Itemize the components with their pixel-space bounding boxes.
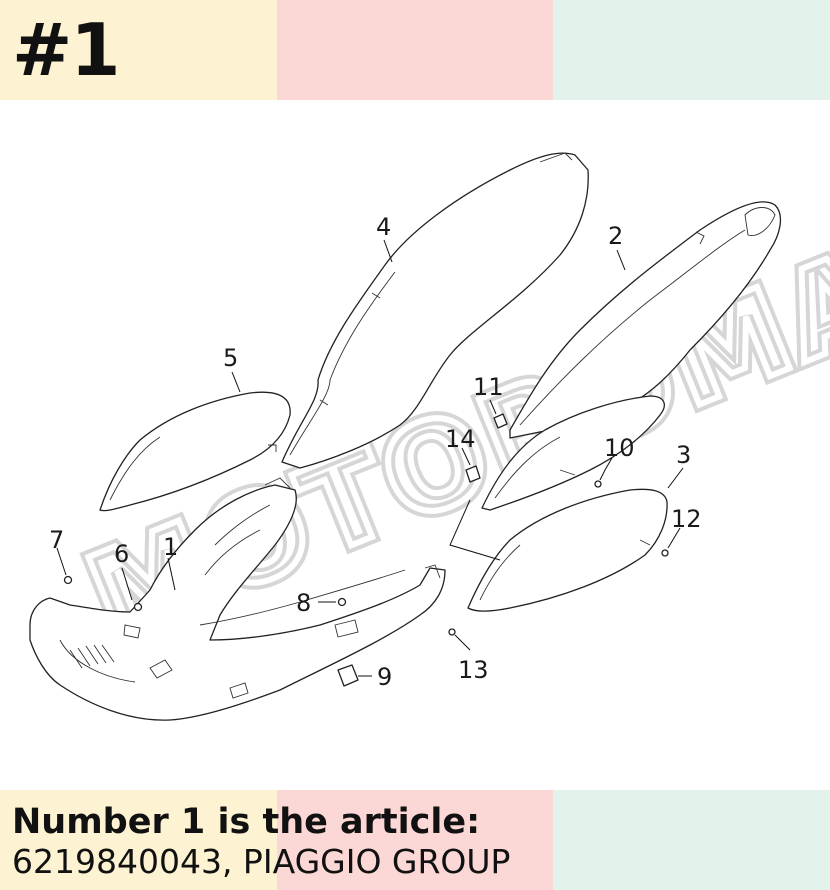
callout-8: 8 [296,589,311,617]
callout-5: 5 [223,344,238,372]
callout-11: 11 [473,373,504,401]
part-14-clip [465,465,481,483]
footer-color-band [0,790,830,890]
leader-lines [56,239,684,677]
band-segment-pink [276,0,554,100]
part-9-nut [337,664,359,687]
band-segment-green [553,0,830,100]
reference-number: #1 [12,8,120,92]
part-12-screw [661,549,669,557]
callout-2: 2 [608,222,623,250]
band-segment-green [553,790,830,890]
part-11-clip [493,413,508,429]
callout-6: 6 [114,540,129,568]
callout-12: 12 [671,505,702,533]
part-6-screw [133,602,143,612]
parts-diagram: MOTOROMANIA MOTOROMANIA [29,123,830,721]
part-13-screw [448,628,456,636]
part-1-lower-body [29,477,446,721]
part-4-side-panel-left [281,152,589,469]
header-color-band [0,0,830,100]
part-7-screw [63,575,73,585]
part-10-cover-middle [481,395,665,511]
callout-13: 13 [458,656,489,684]
article-caption-code: 6219840043, PIAGGIO GROUP [12,842,511,881]
hardware [63,413,669,687]
band-segment-yellow [0,790,277,890]
band-segment-pink [276,790,554,890]
callout-4: 4 [376,213,391,241]
callout-3: 3 [676,441,691,469]
part-3-cover-right [467,488,668,612]
callout-14: 14 [445,425,476,453]
callout-1: 1 [163,533,178,561]
callout-10: 10 [604,434,635,462]
callout-labels: 1 2 3 4 5 6 7 8 9 10 11 12 13 14 [49,213,702,691]
callout-9: 9 [377,663,392,691]
part-10-screw [594,480,602,488]
band-segment-yellow [0,0,277,100]
part-5-cover-left [99,391,291,512]
article-caption-heading: Number 1 is the article: [12,802,481,842]
callout-7: 7 [49,526,64,554]
part-8-screw [337,597,347,607]
